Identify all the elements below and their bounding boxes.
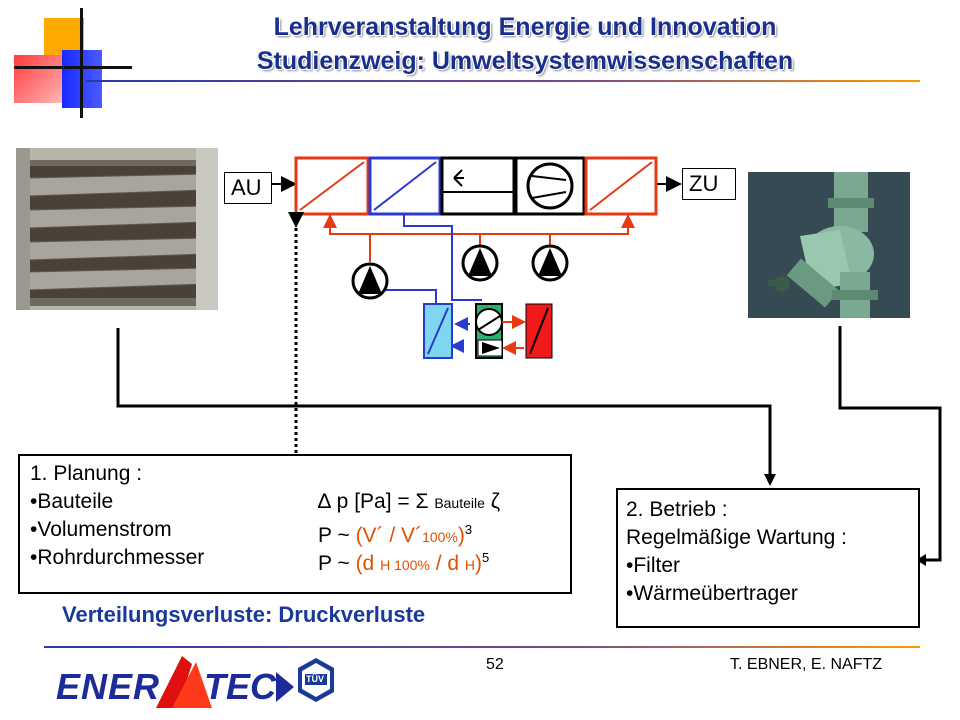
title-line-2: Studienzweig: Umweltsystemwissenschaften (256, 47, 794, 75)
bullet-volumenstrom: •Volumenstrom (30, 518, 172, 541)
operation-item-filter: •Filter (626, 554, 681, 577)
logo-text-left: ENER (56, 666, 161, 707)
formula-volume-end: ) (457, 524, 465, 547)
formula-pressure-prefix: ∆ p [Pa] = Σ (318, 490, 435, 513)
operation-subheading: Regelmäßige Wartung : (626, 526, 847, 549)
pump-icon (531, 244, 569, 282)
pump-icon (461, 244, 499, 282)
title-line-1: Lehrveranstaltung Energie und Innovation (273, 13, 777, 41)
formula-diameter-main: (d (355, 552, 381, 575)
logo-arrow-icon (276, 672, 294, 702)
slide-caption: Verteilungsverluste: Druckverluste (62, 602, 426, 627)
formula-diameter-mid: / d (429, 552, 465, 575)
bullet-rohrdurchmesser: •Rohrdurchmesser (30, 546, 205, 569)
damper-photo (16, 148, 218, 310)
formula-pressure: ∆ p [Pa] = Σ Bauteile ζ (318, 488, 500, 517)
formula-diameter-sub2: H (464, 557, 476, 573)
operation-box: 2. Betrieb : Regelmäßige Wartung : •Filt… (616, 488, 920, 628)
header-rule (86, 80, 920, 82)
planning-heading: 1. Planung : (30, 462, 143, 485)
tuv-seal: TÜV (296, 658, 336, 702)
formula-diameter-sub: H 100% (380, 557, 430, 573)
formula-pressure-suffix: ζ (484, 490, 500, 513)
formula-pressure-sub: Bauteile (434, 495, 485, 511)
strainer-photo (748, 172, 910, 318)
formula-volume-prefix: P ~ (318, 524, 356, 547)
logo-text-right: TEC (204, 666, 276, 707)
formula-diameter-exp: 5 (482, 550, 490, 565)
operation-heading: 2. Betrieb : (626, 498, 728, 521)
page-number: 52 (486, 656, 504, 673)
tuv-text: TÜV (306, 674, 324, 684)
planning-box: 1. Planung : •Bauteile •Volumenstrom •Ro… (18, 454, 572, 594)
formula-volume: P ~ (V´ / V´100%)3 (318, 516, 472, 551)
inlet-label: AU (224, 172, 272, 204)
footer-authors: T. EBNER, E. NAFTZ (730, 656, 883, 673)
outlet-label: ZU (682, 168, 736, 200)
pump-icon (351, 262, 389, 300)
formula-volume-main: (V´ / V´ (355, 524, 423, 547)
formula-volume-exp: 3 (464, 522, 473, 537)
formula-diameter: P ~ (d H 100% / d H)5 (318, 544, 489, 579)
logo-flame-icon (156, 656, 212, 708)
enertec-logo: ENER TEC (52, 654, 294, 710)
footer-rule (44, 646, 920, 648)
formula-diameter-prefix: P ~ (318, 552, 356, 575)
operation-item-heat-exchanger: •Wärmeübertrager (626, 582, 798, 605)
bullet-bauteile: •Bauteile (30, 490, 114, 513)
formula-diameter-end: ) (475, 552, 483, 575)
formula-volume-sub: 100% (422, 529, 458, 545)
